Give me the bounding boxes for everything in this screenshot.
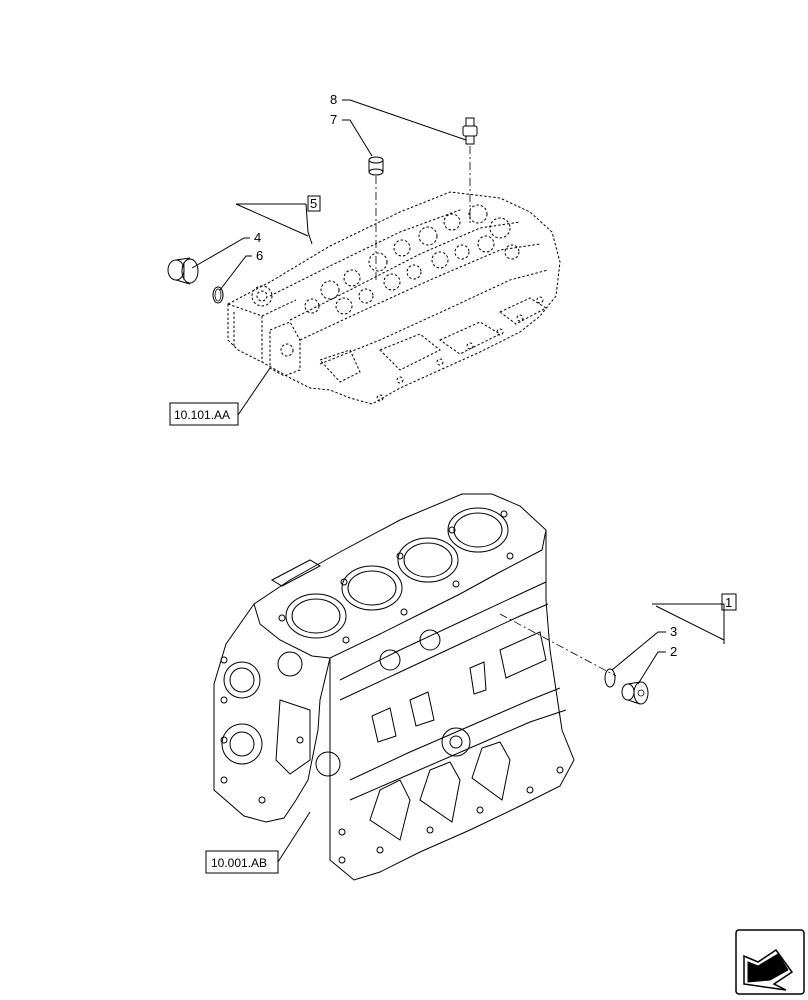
callout-8: 8 bbox=[330, 92, 337, 107]
leader-lines bbox=[191, 99, 725, 863]
callout-7: 7 bbox=[330, 112, 337, 127]
engine-block-drawing bbox=[213, 493, 575, 881]
callout-6: 6 bbox=[256, 248, 263, 263]
cylinder-head-drawing bbox=[227, 191, 561, 405]
axis-line-2 bbox=[499, 613, 617, 677]
part-2-plug bbox=[621, 681, 649, 705]
part-7-sleeve bbox=[368, 156, 384, 176]
ref-block-label[interactable]: 10.001.AB bbox=[211, 856, 267, 870]
callout-3: 3 bbox=[670, 624, 677, 639]
ref-head-label[interactable]: 10.101.AA bbox=[174, 408, 230, 422]
part-4-plug bbox=[167, 257, 199, 285]
callout-2: 2 bbox=[670, 644, 677, 659]
next-page-arrow-icon[interactable] bbox=[735, 929, 805, 995]
callout-4: 4 bbox=[254, 230, 261, 245]
callout-1-box bbox=[721, 593, 737, 611]
ref-box-head bbox=[169, 402, 239, 426]
callout-5-box bbox=[307, 195, 321, 212]
ref-box-block bbox=[205, 850, 279, 874]
part-6-oring bbox=[212, 286, 224, 304]
callout-1: 1 bbox=[725, 595, 732, 610]
callout-5: 5 bbox=[310, 196, 317, 211]
part-3-oring bbox=[604, 668, 616, 688]
part-8-fitting bbox=[462, 117, 478, 145]
